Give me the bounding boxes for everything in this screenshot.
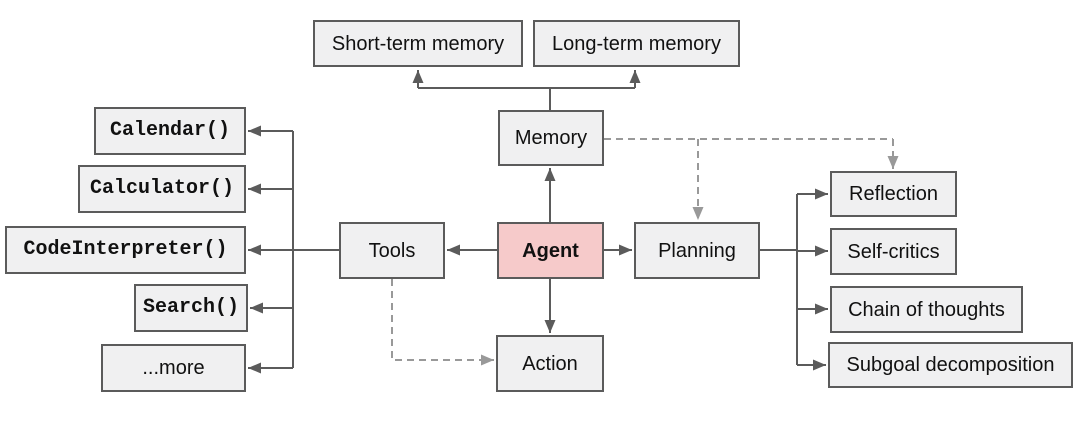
node-tools: Tools — [339, 222, 445, 279]
node-planning: Planning — [634, 222, 760, 279]
node-search-tool: Search() — [134, 284, 248, 332]
node-long-term-memory: Long-term memory — [533, 20, 740, 67]
solid-connectors — [248, 70, 828, 374]
dashed-connectors — [391, 138, 899, 366]
node-calculator-tool: Calculator() — [78, 165, 246, 213]
node-action: Action — [496, 335, 604, 392]
node-short-term-memory: Short-term memory — [313, 20, 523, 67]
node-code-interpreter-tool: CodeInterpreter() — [5, 226, 246, 274]
node-calendar-tool: Calendar() — [94, 107, 246, 155]
node-self-critics: Self-critics — [830, 228, 957, 275]
node-reflection: Reflection — [830, 171, 957, 217]
node-memory: Memory — [498, 110, 604, 166]
node-chain-of-thoughts: Chain of thoughts — [830, 286, 1023, 333]
node-subgoal-decomposition: Subgoal decomposition — [828, 342, 1073, 388]
node-more-tools: ...more — [101, 344, 246, 392]
node-agent: Agent — [497, 222, 604, 279]
